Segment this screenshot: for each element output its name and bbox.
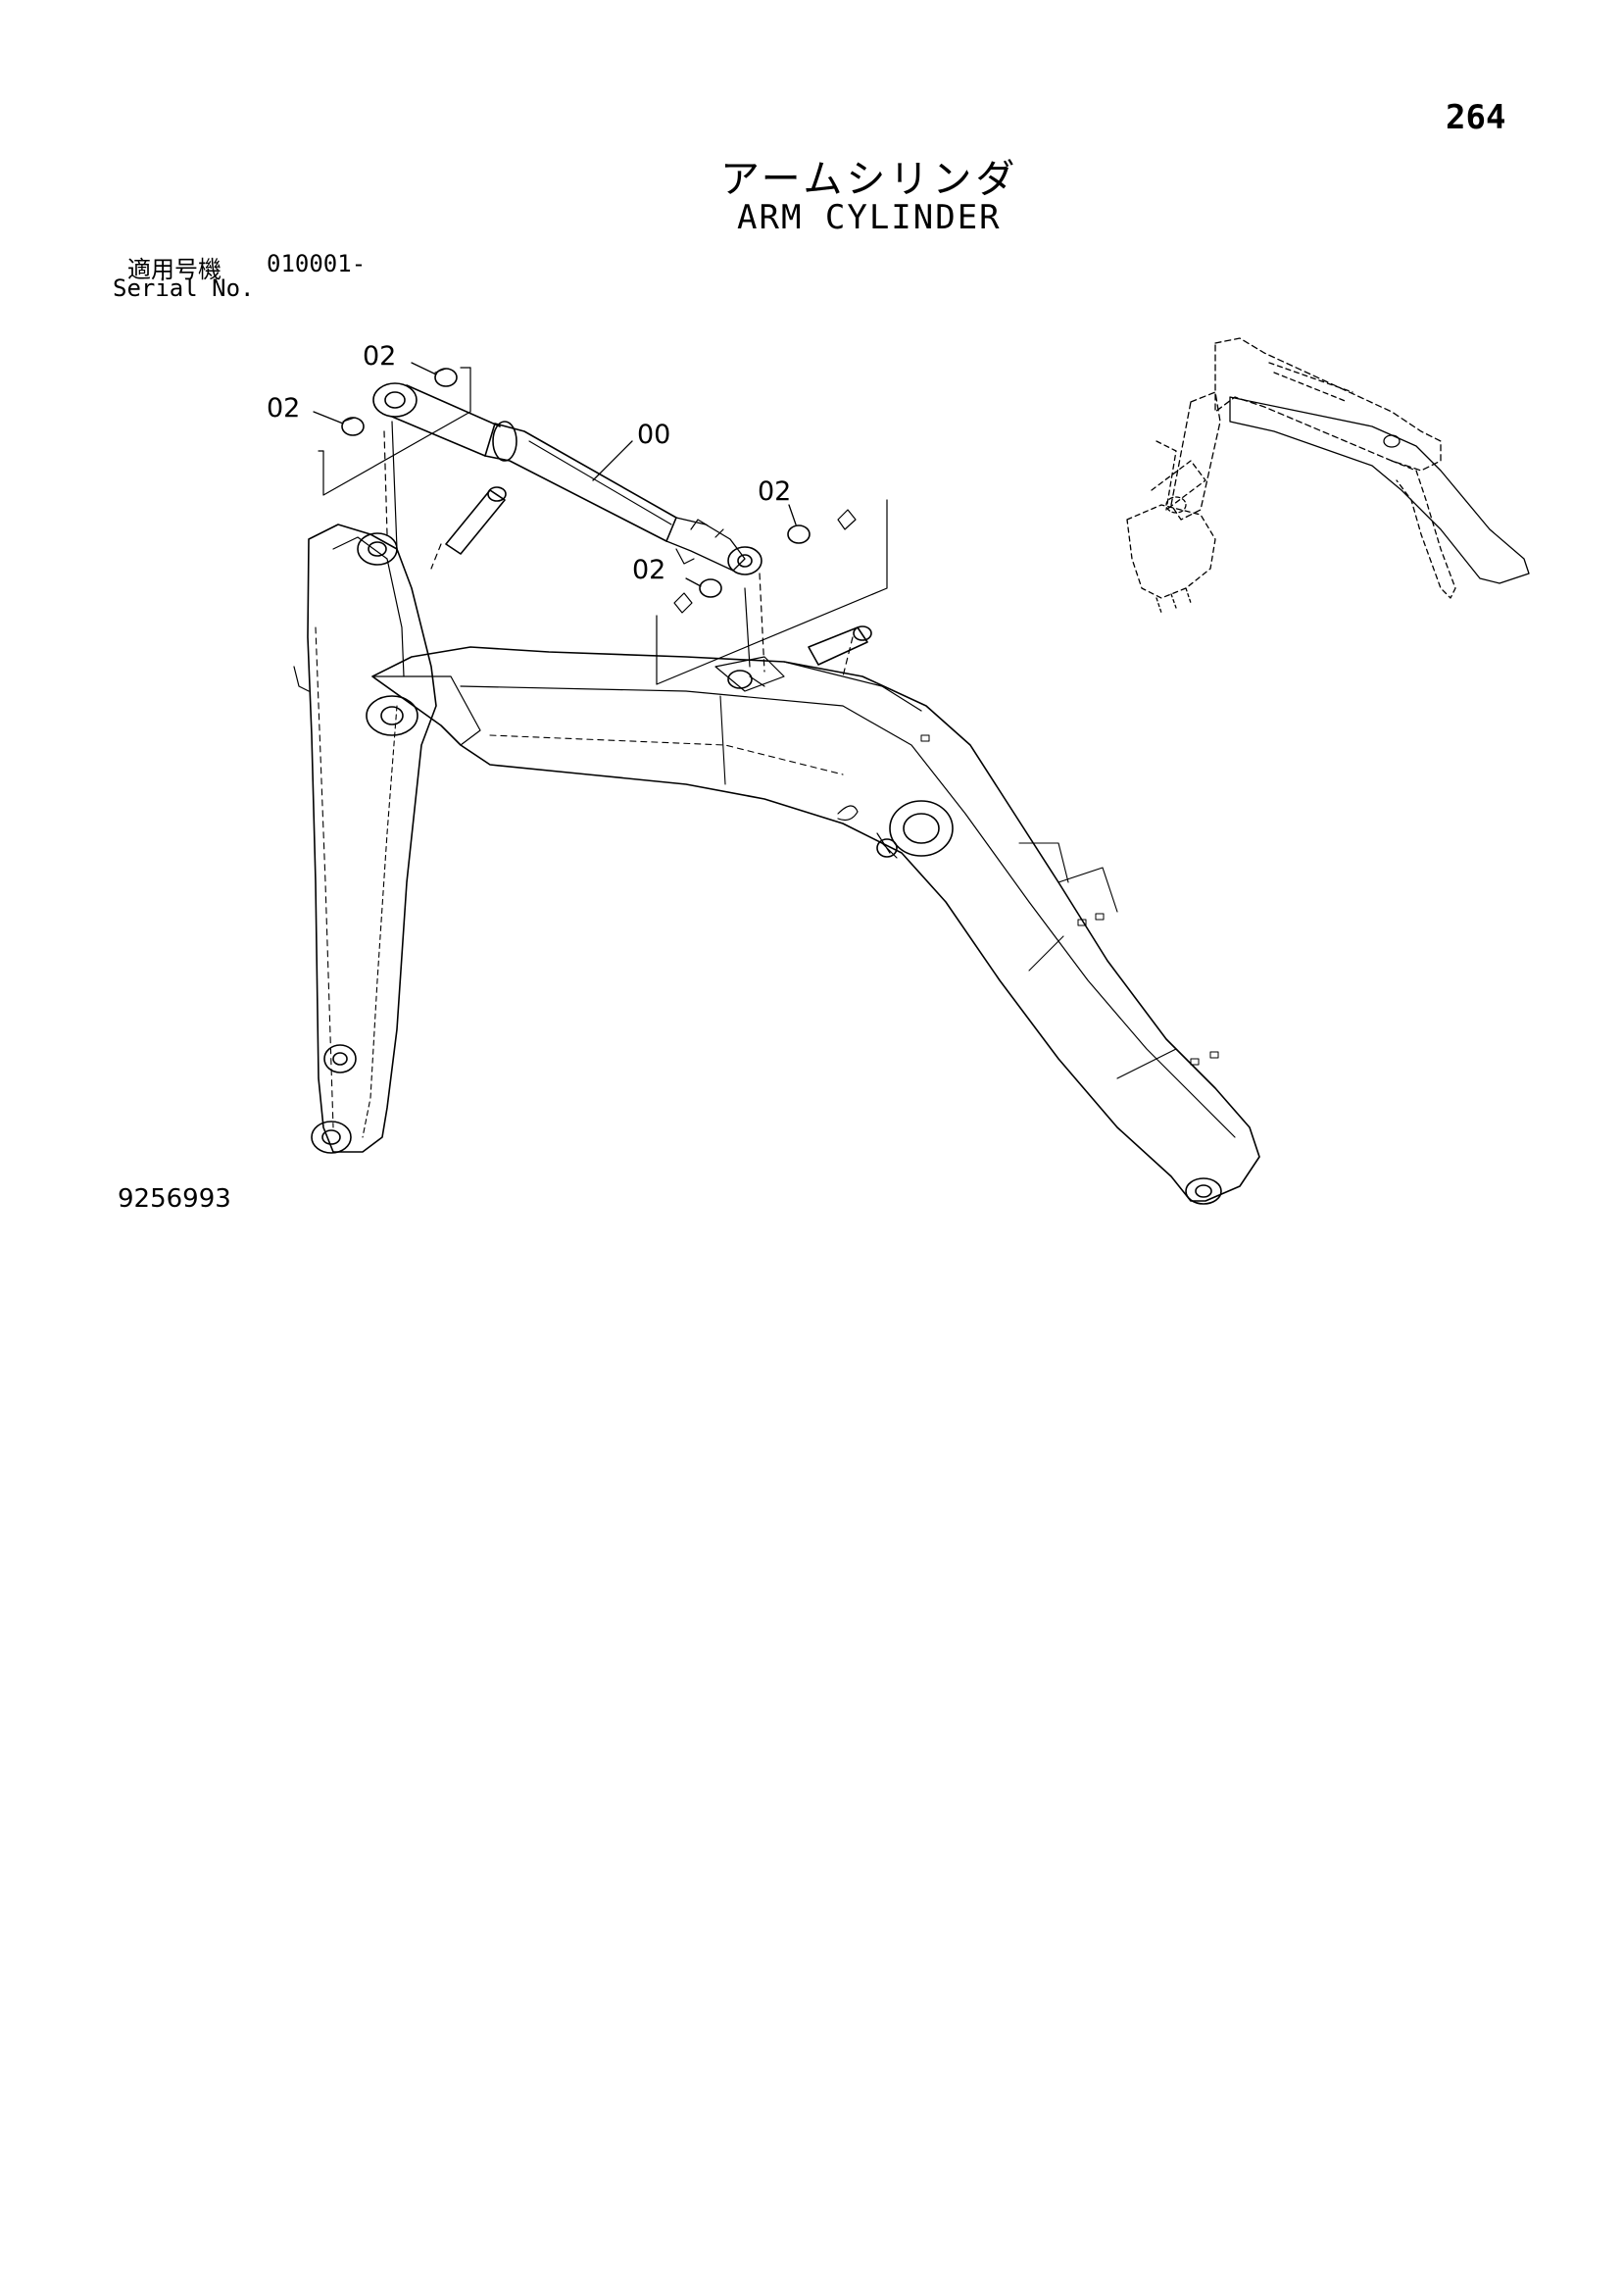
callout-cylinder: 00 xyxy=(637,420,670,450)
callout-pin-top-left: 02 xyxy=(267,393,300,424)
callout-pin-top-right: 02 xyxy=(363,341,396,372)
callout-pin-right-lower: 02 xyxy=(632,555,665,585)
page-number: 264 xyxy=(1446,98,1506,137)
serial-number-range: 010001- xyxy=(267,250,367,277)
page-title-japanese: アームシリンダ xyxy=(720,157,1019,202)
pins-and-bushings xyxy=(341,368,872,666)
arm-cylinder xyxy=(372,382,762,575)
page-title: ARM CYLINDER xyxy=(737,198,1002,237)
leader-lines xyxy=(318,367,888,687)
callout-pin-right-upper: 02 xyxy=(758,476,791,507)
drawing-number: 9256993 xyxy=(118,1184,231,1214)
serial-label-japanese: 適用号機 xyxy=(127,256,221,283)
callout-leaders xyxy=(313,362,797,587)
serial-label: Serial No. xyxy=(113,275,255,302)
excavator-inset xyxy=(1126,337,1530,614)
arm-body xyxy=(293,524,1260,1205)
